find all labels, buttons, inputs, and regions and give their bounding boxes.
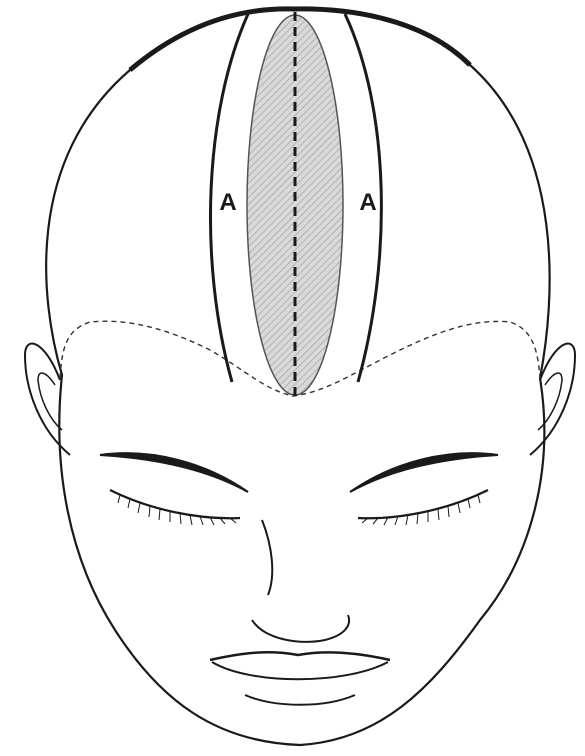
lower-lip (245, 695, 355, 705)
right-ear (530, 344, 575, 455)
left-eyebrow (100, 453, 248, 492)
label-left-zone: A (219, 189, 236, 216)
left-eye-lid (110, 490, 240, 518)
nose-base (252, 615, 349, 642)
lip-line (212, 662, 388, 679)
left-ear (25, 344, 70, 455)
left-eyelashes (118, 495, 236, 525)
nose-bridge (262, 520, 272, 595)
upper-lip (210, 652, 390, 660)
right-eyebrow (350, 453, 498, 492)
right-eyelashes (362, 495, 480, 525)
label-right-zone: A (359, 189, 376, 216)
right-eye-lid (358, 490, 488, 518)
